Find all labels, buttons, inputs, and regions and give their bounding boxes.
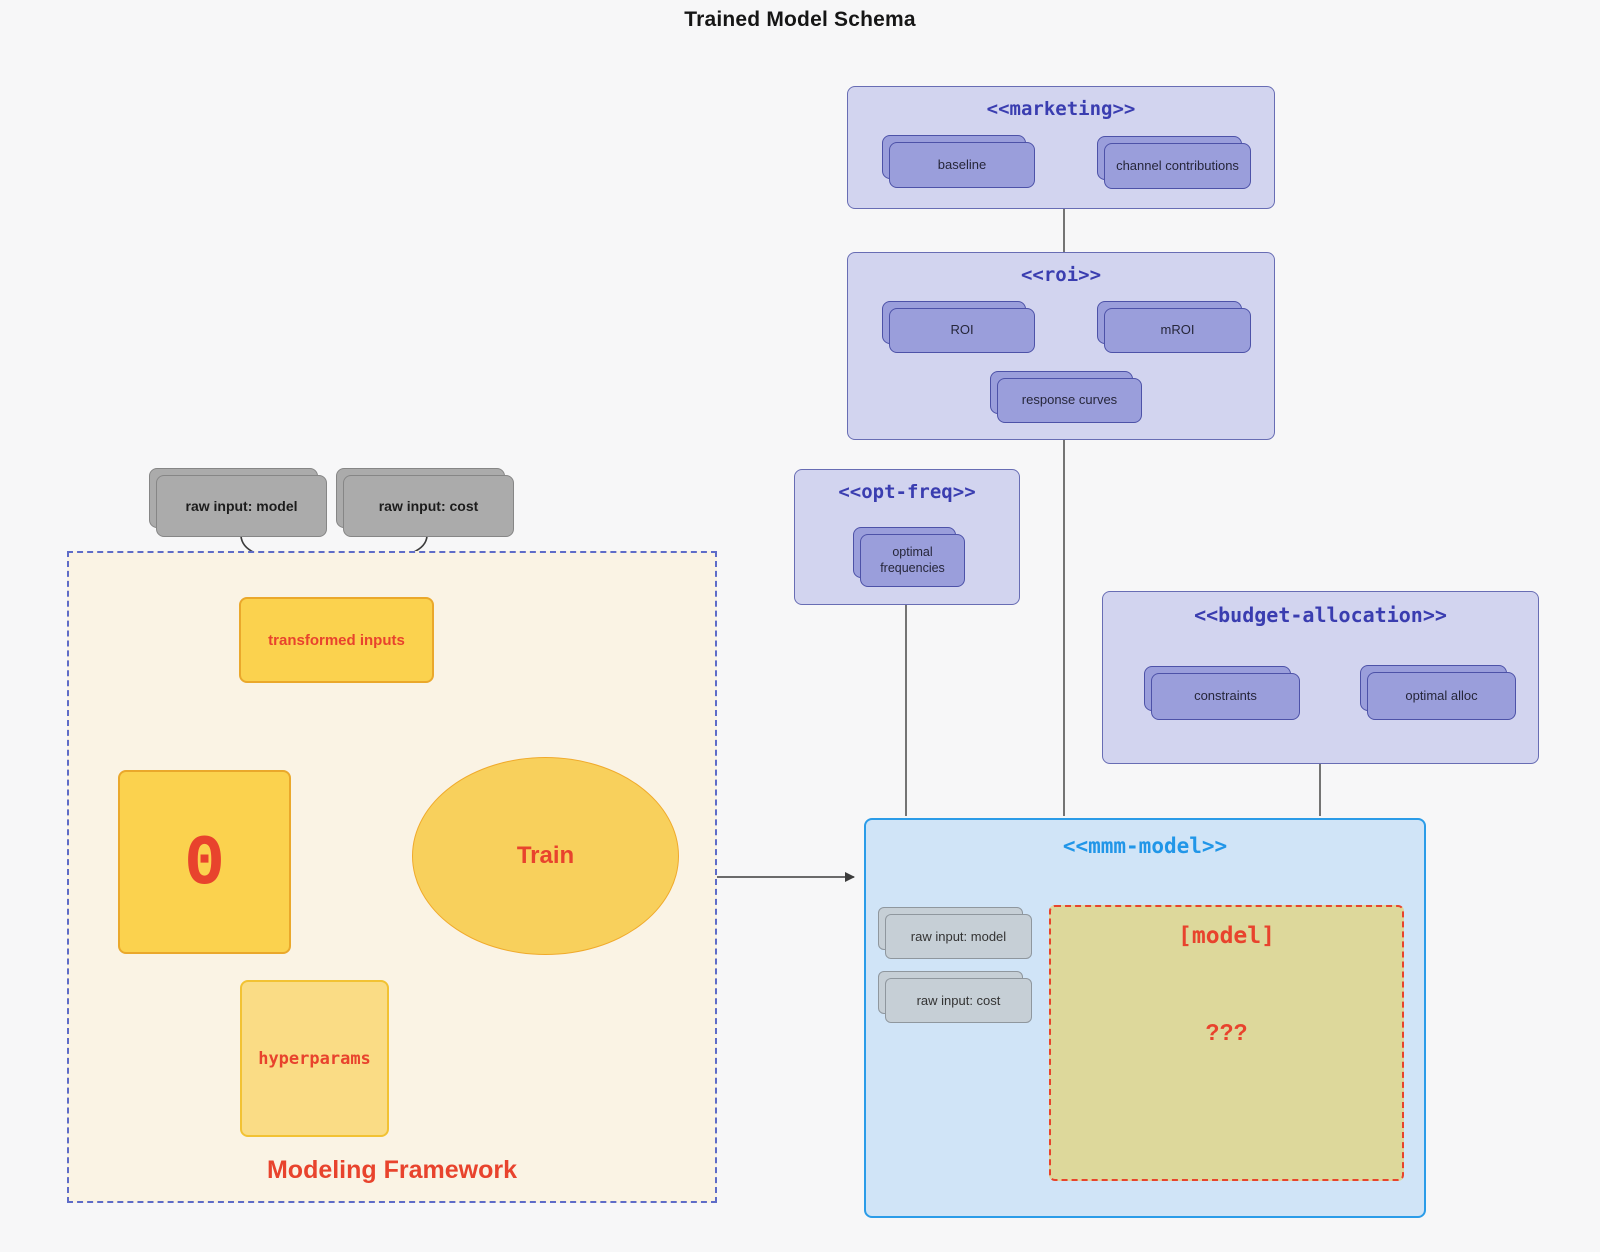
node-raw-input-cost: raw input: cost	[336, 468, 514, 537]
node-response-curves: response curves	[990, 371, 1142, 423]
node-hyperparams: hyperparams	[234, 974, 389, 1137]
marketing-title: <<marketing>>	[986, 98, 1136, 120]
node-transformed-inputs: transformed inputs	[233, 591, 434, 683]
group-marketing: <<marketing>> baseline channel contribut…	[847, 86, 1275, 209]
node-mroi: mROI	[1097, 301, 1251, 353]
group-roi: <<roi>> ROI mROI response curves	[847, 252, 1275, 440]
node-raw-input-model: raw input: model	[149, 468, 327, 537]
node-roi: ROI	[882, 301, 1035, 353]
node-optimal-alloc: optimal alloc	[1360, 665, 1516, 720]
model-placeholder-label: [model]	[1178, 923, 1275, 949]
node-baseline: baseline	[882, 135, 1035, 188]
group-budget-allocation: <<budget-allocation>> constraints optima…	[1102, 591, 1539, 764]
node-mmm-raw-input-cost: raw input: cost	[878, 971, 1032, 1023]
node-mmm-raw-input-model: raw input: model	[878, 907, 1032, 959]
model-unknown-label: ???	[1205, 1019, 1248, 1045]
budget-allocation-title: <<budget-allocation>>	[1194, 603, 1447, 627]
node-optimal-frequencies: optimal frequencies	[853, 527, 965, 587]
diagram-title: Trained Model Schema	[684, 8, 916, 31]
node-channel-contributions: channel contributions	[1097, 136, 1251, 189]
mmm-model-title: <<mmm-model>>	[1062, 834, 1228, 858]
modeling-framework-label: Modeling Framework	[266, 1156, 518, 1184]
opt-freq-title: <<opt-freq>>	[838, 481, 976, 503]
node-model-placeholder-box: [model] ???	[1049, 905, 1404, 1181]
roi-title: <<roi>>	[1020, 264, 1102, 286]
node-train: Train	[412, 757, 679, 955]
node-theta: Θ	[112, 764, 291, 954]
group-opt-freq: <<opt-freq>> optimal frequencies	[794, 469, 1020, 605]
node-constraints: constraints	[1144, 666, 1300, 720]
group-mmm-model: <<mmm-model>> raw input: model raw input…	[864, 818, 1426, 1218]
